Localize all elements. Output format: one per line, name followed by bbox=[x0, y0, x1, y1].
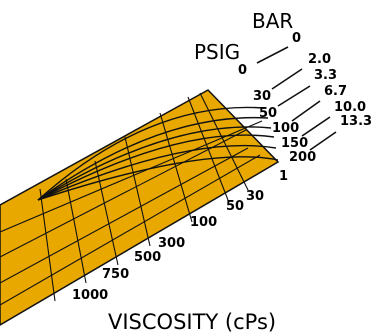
psig-tick-label: 50 bbox=[259, 106, 277, 121]
pressure-curve bbox=[37, 126, 272, 201]
viscosity-axis-title: VISCOSITY (cPs) bbox=[108, 310, 276, 334]
bar-tick-label: 6.7 bbox=[324, 84, 347, 99]
pressure-curve bbox=[37, 156, 279, 201]
viscosity-tick-label: 500 bbox=[134, 250, 161, 265]
pressure-curve bbox=[37, 106, 265, 201]
surface-grid-cross-line bbox=[39, 188, 56, 302]
viscosity-tick-label: 30 bbox=[246, 189, 264, 204]
surface-grid-cross-line bbox=[65, 178, 87, 284]
bar-tick-label: 13.3 bbox=[340, 114, 372, 129]
surface-grid-cross-line bbox=[199, 92, 249, 191]
pressure-leader-line bbox=[291, 100, 321, 122]
surface-grid-long-line bbox=[0, 147, 249, 284]
pressure-leader-line bbox=[256, 46, 289, 64]
bar-tick-label: 3.3 bbox=[314, 68, 337, 83]
surface-grid-cross-line bbox=[124, 136, 151, 247]
viscosity-tick-label: 300 bbox=[158, 236, 185, 251]
viscosity-tick-label: 1 bbox=[279, 169, 288, 184]
bar-tick-label: 10.0 bbox=[334, 100, 366, 115]
viscosity-tick-label: 50 bbox=[226, 199, 244, 214]
bar-unit-label: BAR bbox=[252, 9, 293, 33]
viscosity-tick-label: 1000 bbox=[72, 288, 108, 303]
pressure-leader-line bbox=[309, 131, 337, 151]
psig-tick-label: 0 bbox=[238, 63, 247, 78]
pressure-leader-line bbox=[271, 68, 303, 90]
pressure-leader-line bbox=[277, 85, 311, 107]
bar-tick-label: 2.0 bbox=[308, 52, 331, 67]
psig-tick-label: 30 bbox=[253, 89, 271, 104]
psig-unit-label: PSIG bbox=[194, 40, 240, 64]
bar-tick-label: 0 bbox=[292, 31, 301, 46]
surface-grid-cross-line bbox=[159, 112, 193, 223]
pressure-curve bbox=[37, 134, 275, 201]
psig-tick-label: 150 bbox=[281, 136, 308, 151]
pressure-leader-lines bbox=[256, 46, 337, 151]
viscosity-tick-label: 100 bbox=[190, 215, 217, 230]
surface-grid-cross-line bbox=[94, 160, 119, 266]
pressure-leader-line bbox=[301, 116, 331, 137]
psig-tick-label: 200 bbox=[289, 150, 316, 165]
viscosity-tick-label: 750 bbox=[102, 267, 129, 282]
pressure-curve bbox=[37, 116, 269, 201]
pressure-curve bbox=[37, 144, 277, 201]
surface-grid-long-line bbox=[0, 154, 261, 306]
surface-grid-long-line bbox=[0, 129, 247, 258]
surface-pressure-curves bbox=[37, 106, 279, 201]
psig-tick-label: 100 bbox=[272, 121, 299, 136]
